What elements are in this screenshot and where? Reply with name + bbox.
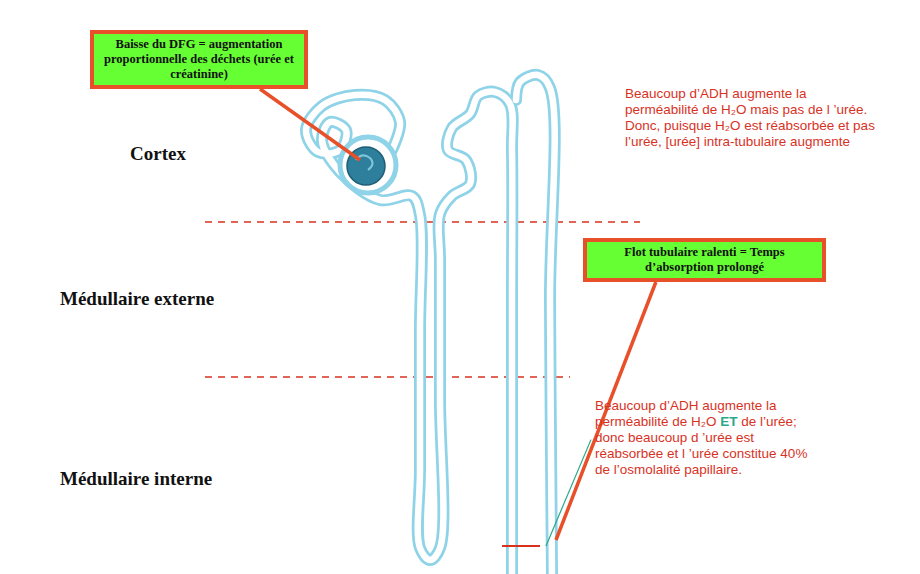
leader-line [546,440,591,546]
leader-line [260,89,360,160]
tubule-lumen [516,75,555,574]
zone-label: Médullaire externe [60,288,214,310]
leader-lines [260,89,656,546]
callout-box: Flot tubulaire ralenti = Temps d’absorpt… [583,238,826,282]
tubule-wall [516,75,555,574]
zone-label: Cortex [130,143,186,165]
tubule-lumen [306,92,513,574]
bowman-capsule [340,137,396,193]
callout-box: Baisse du DFG = augmentation proportionn… [90,30,308,89]
annotation-text: Beaucoup d’ADH augmente la perméabilité … [625,86,875,150]
marker-tick [502,545,540,547]
tubule-wall [306,92,513,574]
callout-text: Baisse du DFG = augmentation proportionn… [100,37,298,82]
callout-text: Flot tubulaire ralenti = Temps d’absorpt… [593,245,816,275]
zone-label: Médullaire interne [60,468,212,490]
annotation-text: Beaucoup d’ADH augmente la perméabilité … [595,398,813,478]
